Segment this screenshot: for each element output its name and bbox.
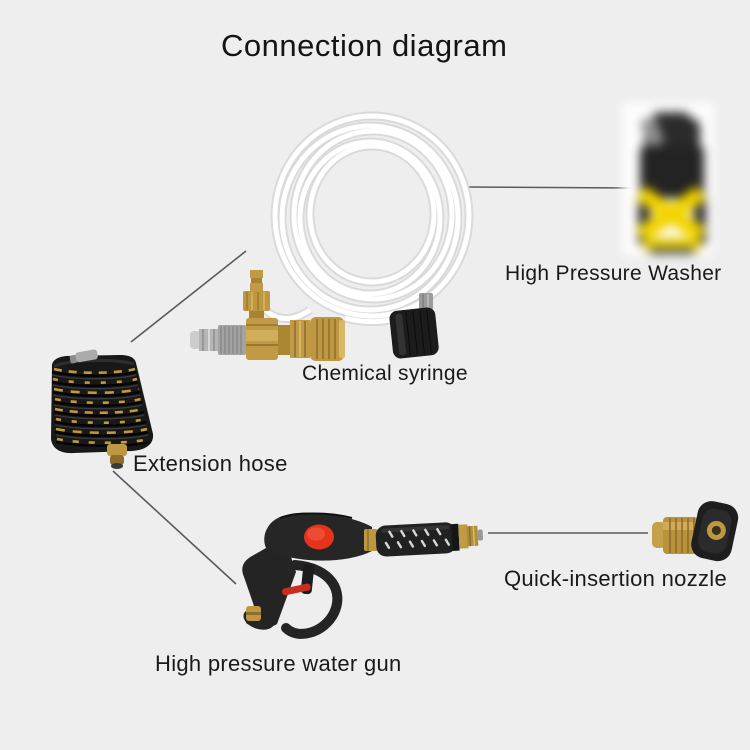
- connector-lines: [112, 186, 648, 585]
- connector-line-syringe-hose: [130, 250, 247, 343]
- page-title: Connection diagram: [221, 28, 508, 63]
- quick-insertion-nozzle-image: [652, 501, 739, 562]
- label-high-pressure-washer: High Pressure Washer: [505, 262, 722, 285]
- label-quick-insertion-nozzle: Quick-insertion nozzle: [504, 566, 728, 591]
- connector-line-washer: [465, 186, 638, 189]
- water-gun-image: [242, 512, 484, 639]
- chemical-syringe-image: [190, 111, 474, 361]
- high-pressure-washer-image: [622, 103, 714, 255]
- syringe-filter: [389, 293, 439, 359]
- extension-hose-image: [51, 349, 154, 469]
- connector-line-hose-gun: [112, 470, 237, 585]
- label-high-pressure-water-gun: High pressure water gun: [155, 651, 402, 676]
- brass-tee-fitting: [190, 270, 345, 361]
- label-chemical-syringe: Chemical syringe: [302, 362, 468, 385]
- label-extension-hose: Extension hose: [133, 451, 288, 476]
